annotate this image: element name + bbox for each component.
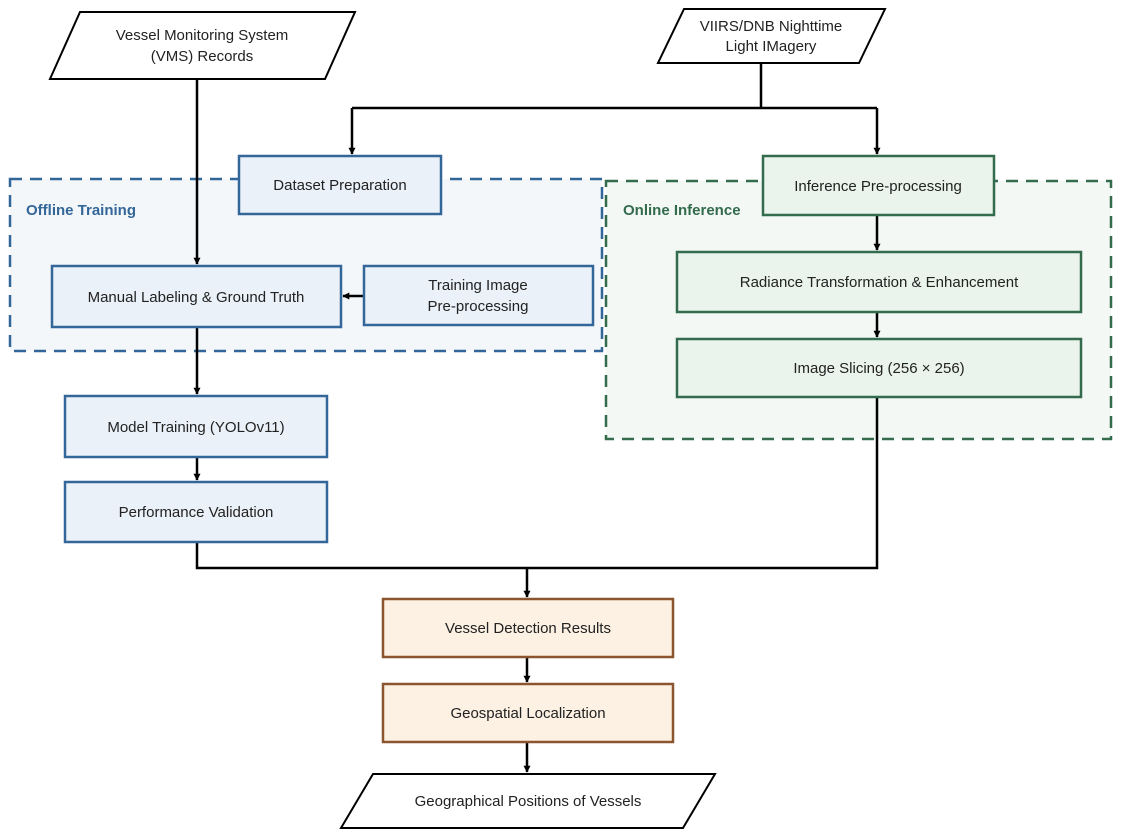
node-image-slicing-label: Image Slicing (256 × 256) — [793, 360, 964, 377]
edge-slicing-merge — [527, 397, 879, 570]
input-viirs-line1: VIIRS/DNB Nighttime — [700, 18, 843, 35]
output-geo-positions: Geographical Positions of Vessels — [339, 773, 717, 829]
online-inference-label: Online Inference — [623, 202, 741, 219]
node-training-preprocessing: Training Image Pre-processing — [362, 264, 595, 327]
input-viirs-imagery: VIIRS/DNB Nighttime Light IMagery — [656, 8, 887, 64]
node-manual-labeling: Manual Labeling & Ground Truth — [50, 264, 343, 329]
node-vessel-detection-label: Vessel Detection Results — [445, 620, 611, 637]
node-inference-preprocessing: Inference Pre-processing — [761, 154, 996, 217]
input-vms-records: Vessel Monitoring System (VMS) Records — [48, 11, 357, 80]
offline-training-label: Offline Training — [26, 202, 136, 219]
node-performance-validation-label: Performance Validation — [119, 504, 274, 521]
node-performance-validation: Performance Validation — [63, 480, 329, 544]
edge-validation-merge — [195, 542, 527, 570]
node-inference-preprocessing-label: Inference Pre-processing — [794, 178, 962, 195]
node-radiance-transformation: Radiance Transformation & Enhancement — [675, 250, 1083, 314]
node-dataset-preparation-label: Dataset Preparation — [273, 177, 406, 194]
node-training-preprocessing-line2: Pre-processing — [428, 298, 529, 315]
node-radiance-transformation-label: Radiance Transformation & Enhancement — [740, 274, 1019, 291]
output-geo-positions-label: Geographical Positions of Vessels — [415, 793, 642, 810]
node-vessel-detection: Vessel Detection Results — [381, 597, 675, 659]
node-manual-labeling-label: Manual Labeling & Ground Truth — [88, 289, 305, 306]
connectors — [193, 63, 881, 773]
node-image-slicing: Image Slicing (256 × 256) — [675, 337, 1083, 399]
input-vms-line1: Vessel Monitoring System — [116, 27, 289, 44]
node-geospatial-localization: Geospatial Localization — [381, 682, 675, 744]
node-dataset-preparation: Dataset Preparation — [237, 154, 443, 216]
input-viirs-line2: Light IMagery — [726, 38, 817, 55]
node-model-training: Model Training (YOLOv11) — [63, 394, 329, 459]
node-geospatial-localization-label: Geospatial Localization — [450, 705, 605, 722]
node-model-training-label: Model Training (YOLOv11) — [107, 419, 284, 436]
input-vms-line2: (VMS) Records — [151, 48, 254, 65]
node-training-preprocessing-line1: Training Image — [428, 277, 528, 294]
